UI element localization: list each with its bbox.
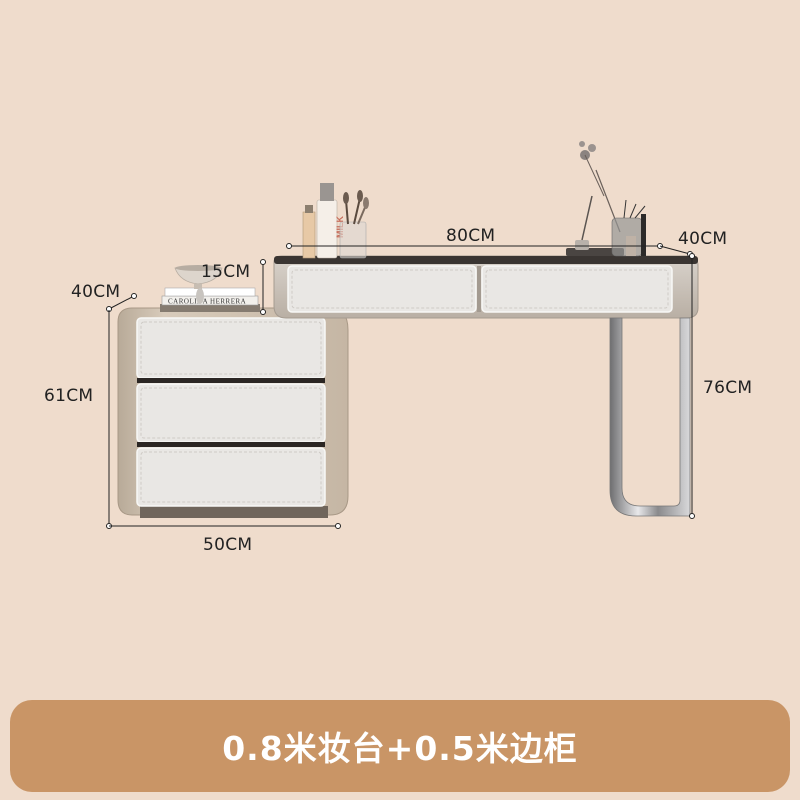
bottle (316, 199, 338, 259)
desk-leg (609, 317, 691, 517)
desk-drawer-left (287, 265, 477, 313)
dimension-desk-width: 80CM (446, 226, 496, 246)
banner-text: 0.8米妆台+0.5米边柜 (222, 729, 578, 768)
drawer-3 (136, 447, 326, 507)
cosmetics: MILK (302, 183, 369, 259)
side-cabinet-base (140, 506, 328, 518)
drawer-2 (136, 383, 326, 443)
desk-decor (566, 141, 646, 257)
dimension-side-depth: 40CM (71, 282, 121, 302)
dimension-lines (106, 243, 695, 529)
side-cabinet (117, 304, 349, 518)
dimension-desk-height: 76CM (703, 378, 753, 398)
dimension-desk-depth: 40CM (678, 229, 728, 249)
side-cabinet-top (160, 304, 260, 312)
drawer-1 (136, 317, 326, 379)
book-spine-text: CAROLINA HERRERA (168, 298, 246, 306)
desk-drawer-right (481, 265, 673, 313)
books-stack: CAROLINA HERRERA (161, 265, 259, 306)
dimension-side-width: 50CM (203, 535, 253, 555)
desk (273, 255, 699, 517)
product-banner: 0.8米妆台+0.5米边柜 (10, 700, 790, 792)
dimension-side-height: 61CM (44, 386, 94, 406)
dimension-top-thickness: 15CM (201, 262, 251, 282)
